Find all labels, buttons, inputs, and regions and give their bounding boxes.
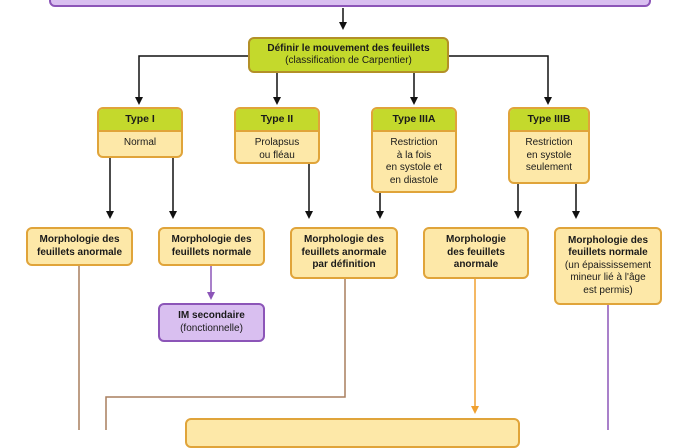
type-body: Prolapsus ou fléau	[254, 137, 300, 161]
type-iiia-box: Type IIIA Restriction à la fois en systo…	[371, 107, 457, 193]
type-body: Normal	[123, 137, 157, 148]
morphology-note: (un épaississement mineur lié à l'âge es…	[564, 259, 652, 296]
secondary-im-box: IM secondaire (fonctionnelle)	[158, 303, 265, 342]
top-box	[49, 0, 651, 7]
flowchart: Définir le mouvement des feuillets (clas…	[26, 0, 662, 448]
type-body: Restriction en systole seulement	[525, 137, 573, 173]
type-header: Type IIIB	[510, 109, 588, 132]
type-iiib-box: Type IIIB Restriction en systole seuleme…	[508, 107, 590, 184]
type-header: Type IIIA	[373, 109, 455, 132]
line-morph3-down	[105, 279, 346, 430]
secondary-subtitle: (fonctionnelle)	[180, 322, 243, 334]
type-body: Restriction à la fois en systole et en d…	[385, 137, 443, 186]
decision-title: Définir le mouvement des feuillets	[267, 42, 430, 54]
type-i-box: Type I Normal	[97, 107, 183, 158]
morphology-box-1: Morphologie des feuillets anormale	[26, 227, 133, 266]
morphology-box-2: Morphologie des feuillets normale	[158, 227, 265, 266]
morphology-label: Morphologie des feuillets anormale	[36, 234, 123, 258]
connector-lines	[78, 8, 609, 430]
morphology-label: Morphologie des feuillets anormale	[446, 234, 506, 271]
morphology-box-5: Morphologie des feuillets normale (un ép…	[554, 227, 662, 305]
secondary-title: IM secondaire	[178, 310, 245, 321]
morphology-label: Morphologie des feuillets normale	[568, 234, 648, 259]
arrow-decision-to-type1	[135, 55, 248, 105]
morphology-box-3: Morphologie des feuillets anormale par d…	[290, 227, 398, 279]
type-header: Type I	[99, 109, 181, 132]
arrow-decision-to-type3b	[449, 55, 552, 105]
bottom-box	[185, 418, 520, 448]
morphology-box-4: Morphologie des feuillets anormale	[423, 227, 529, 279]
type-ii-box: Type II Prolapsus ou fléau	[234, 107, 320, 164]
decision-box: Définir le mouvement des feuillets (clas…	[248, 37, 449, 73]
morphology-label: Morphologie des feuillets normale	[171, 234, 252, 258]
decision-subtitle: (classification de Carpentier)	[285, 55, 412, 66]
type-header: Type II	[236, 109, 318, 132]
morphology-label: Morphologie des feuillets anormale par d…	[301, 234, 387, 271]
